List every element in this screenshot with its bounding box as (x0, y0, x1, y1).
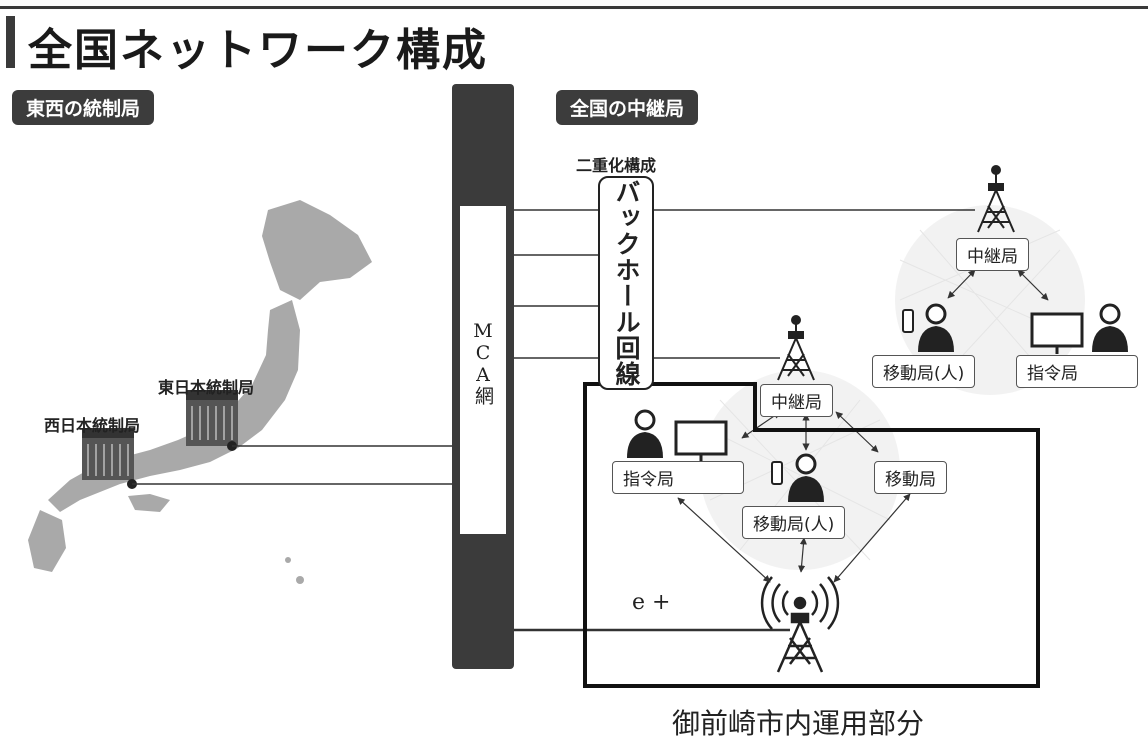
section-label-control: 東西の統制局 (12, 90, 155, 125)
lower-relay-box: 中継局 (760, 384, 833, 417)
lower-dispatch-box: 指令局 (612, 461, 744, 494)
east-control-label: 東日本統制局 (158, 378, 255, 397)
eplus-label: e + (632, 590, 671, 615)
title-accent-bar (6, 16, 15, 68)
west-control-label: 西日本統制局 (44, 416, 141, 435)
upper-mobile-person-box: 移動局(人) (872, 355, 976, 388)
upper-dispatch-icon (1030, 303, 1128, 354)
eplus-base-tower (760, 576, 840, 673)
lower-dispatch-icon (627, 409, 728, 462)
duplex-label: 二重化構成 (576, 156, 657, 175)
backhaul-line-box: バックホール回線 (598, 176, 654, 390)
west-control-building (82, 428, 134, 480)
top-rule (0, 6, 1148, 9)
upper-mobile-person-icon (902, 303, 954, 352)
upper-dispatch-box: 指令局 (1016, 355, 1138, 388)
section-label-relay: 全国の中継局 (556, 90, 699, 125)
lower-relay-tower (777, 315, 815, 381)
mca-network-label: MCA網 (472, 320, 494, 405)
japan-map (28, 200, 372, 584)
east-control-building (186, 390, 238, 446)
area-caption: 御前崎市内運用部分 (672, 707, 925, 740)
page-title: 全国ネットワーク構成 (28, 25, 488, 76)
lower-mobile-person-box: 移動局(人) (742, 506, 846, 539)
gozaemaki-area-outline (583, 382, 1040, 688)
upper-relay-box: 中継局 (956, 238, 1029, 271)
lower-mobile-box: 移動局 (874, 461, 947, 494)
lower-mobile-person-icon (771, 453, 824, 502)
mca-network-panel (460, 206, 506, 534)
upper-relay-tower (977, 165, 1015, 233)
